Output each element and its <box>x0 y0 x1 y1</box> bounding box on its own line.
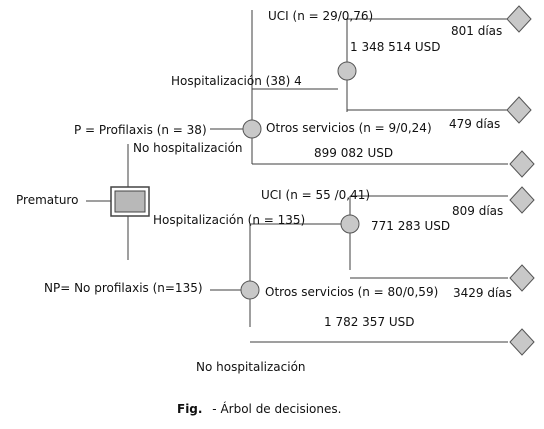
chance-node-lower-hospitalization <box>340 214 360 234</box>
label-root: Prematuro <box>16 193 78 207</box>
label-upper-otros: Otros servicios (n = 9/0,24) <box>266 121 432 135</box>
chance-node-upper-prophylaxis <box>242 119 262 139</box>
decision-node-inner <box>114 190 146 213</box>
label-lower-otros: Otros servicios (n = 80/0,59) <box>265 285 438 299</box>
label-upper-no-hosp-cost: 899 082 USD <box>314 146 393 160</box>
label-lower-hospitalizacion: Hospitalización (n = 135) <box>153 213 305 227</box>
figure-caption: Fig. - Árbol de decisiones. <box>177 401 341 416</box>
label-upper-otros-days: 479 días <box>449 117 500 131</box>
label-lower-otros-cost: 1 782 357 USD <box>324 315 415 329</box>
terminal-node-upper-uci <box>506 5 532 33</box>
label-lower-no-hospitalizacion: No hospitalización <box>196 360 306 374</box>
decision-node <box>110 186 150 217</box>
label-upper-uci-cost: 1 348 514 USD <box>350 40 441 54</box>
label-upper-uci-days: 801 días <box>451 24 502 38</box>
terminal-node-lower-otros <box>509 264 535 292</box>
chance-node-lower-no-prophylaxis <box>240 280 260 300</box>
figure-caption-text: - Árbol de decisiones. <box>212 401 341 416</box>
label-lower-uci-days: 809 días <box>452 204 503 218</box>
terminal-node-lower-no-hosp <box>509 328 535 356</box>
label-upper-uci: UCI (n = 29/0,76) <box>268 9 373 23</box>
figure-caption-prefix: Fig. <box>177 402 202 416</box>
label-profilaxis: P = Profilaxis (n = 38) <box>74 123 207 137</box>
label-upper-no-hospitalizacion: No hospitalización <box>133 141 243 155</box>
chance-node-upper-hospitalization <box>337 61 357 81</box>
terminal-node-upper-no-hosp <box>509 150 535 178</box>
label-no-profilaxis: NP= No profilaxis (n=135) <box>44 281 203 295</box>
label-lower-uci-cost: 771 283 USD <box>371 219 450 233</box>
label-lower-uci: UCI (n = 55 /0,41) <box>261 188 370 202</box>
terminal-node-upper-otros <box>506 96 532 124</box>
label-lower-otros-days: 3429 días <box>453 286 512 300</box>
label-upper-hospitalizacion: Hospitalización (38) 4 <box>171 74 302 88</box>
terminal-node-lower-uci <box>509 186 535 214</box>
